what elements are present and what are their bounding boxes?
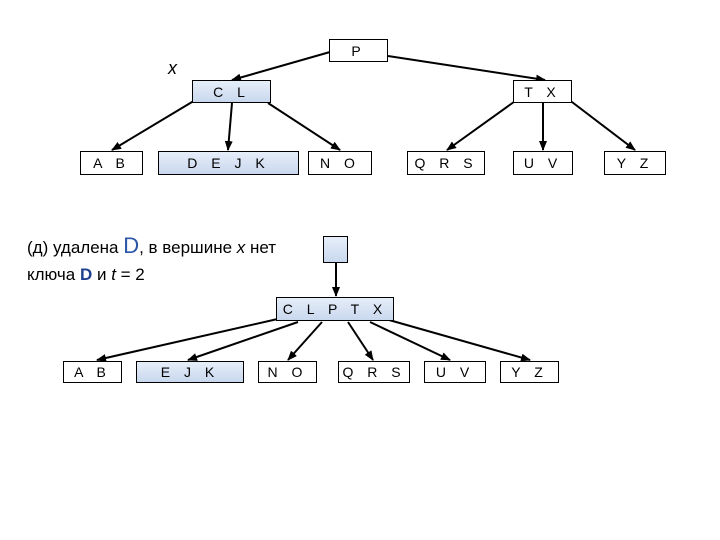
leaf-top-3: N O	[308, 151, 372, 175]
leaf-bottom-2: E J K	[136, 361, 244, 383]
edge-p-tx	[387, 55, 546, 83]
leaf-top-4: Q R S	[407, 151, 485, 175]
leaf-top-2: D E J K	[158, 151, 299, 175]
node-empty-root	[323, 236, 348, 263]
node-merged-root: C L P T X	[276, 297, 394, 321]
edge-r-ejk	[187, 321, 299, 361]
edge-r-ab	[96, 317, 283, 362]
caption-deleted-key: D	[123, 233, 140, 258]
caption-part-2: , в вершине	[139, 238, 237, 257]
caption-part-1: (д) удалена	[27, 238, 124, 257]
caption: (д) удалена D, в вершине x нет ключа D и…	[27, 232, 276, 288]
node-root-p: P	[329, 39, 388, 62]
leaf-top-6: Y Z	[604, 151, 666, 175]
edge-r-no	[287, 321, 323, 361]
edge-r-qrs	[347, 321, 374, 361]
edge-tx-yz	[567, 98, 636, 151]
leaf-bottom-3: N O	[258, 361, 317, 383]
label-x: x	[168, 58, 177, 78]
edge-cl-no	[267, 102, 341, 151]
caption-part-6: = 2	[115, 265, 145, 284]
edge-tx-qrs	[446, 98, 519, 151]
caption-var-t: t	[111, 265, 116, 284]
node-cl: C L	[192, 80, 271, 103]
leaf-bottom-4: Q R S	[338, 361, 410, 383]
leaf-top-5: U V	[513, 151, 573, 175]
edge-cl-dejk	[224, 102, 233, 151]
caption-var-x: x	[236, 238, 246, 257]
leaf-bottom-6: Y Z	[500, 361, 559, 383]
caption-key: D	[79, 265, 93, 284]
leaf-bottom-1: A B	[63, 361, 122, 383]
edge-p-cl	[231, 51, 331, 82]
node-tx: T X	[513, 80, 572, 103]
edge-r-yz	[381, 317, 531, 362]
caption-part-4: ключа	[27, 265, 80, 284]
leaf-bottom-5: U V	[424, 361, 486, 383]
leaf-top-1: A B	[80, 151, 143, 175]
caption-part-5: и	[92, 265, 112, 284]
caption-part-3: нет	[245, 238, 277, 257]
edge-r-uv	[369, 321, 451, 361]
edge-cl-ab	[111, 98, 198, 151]
